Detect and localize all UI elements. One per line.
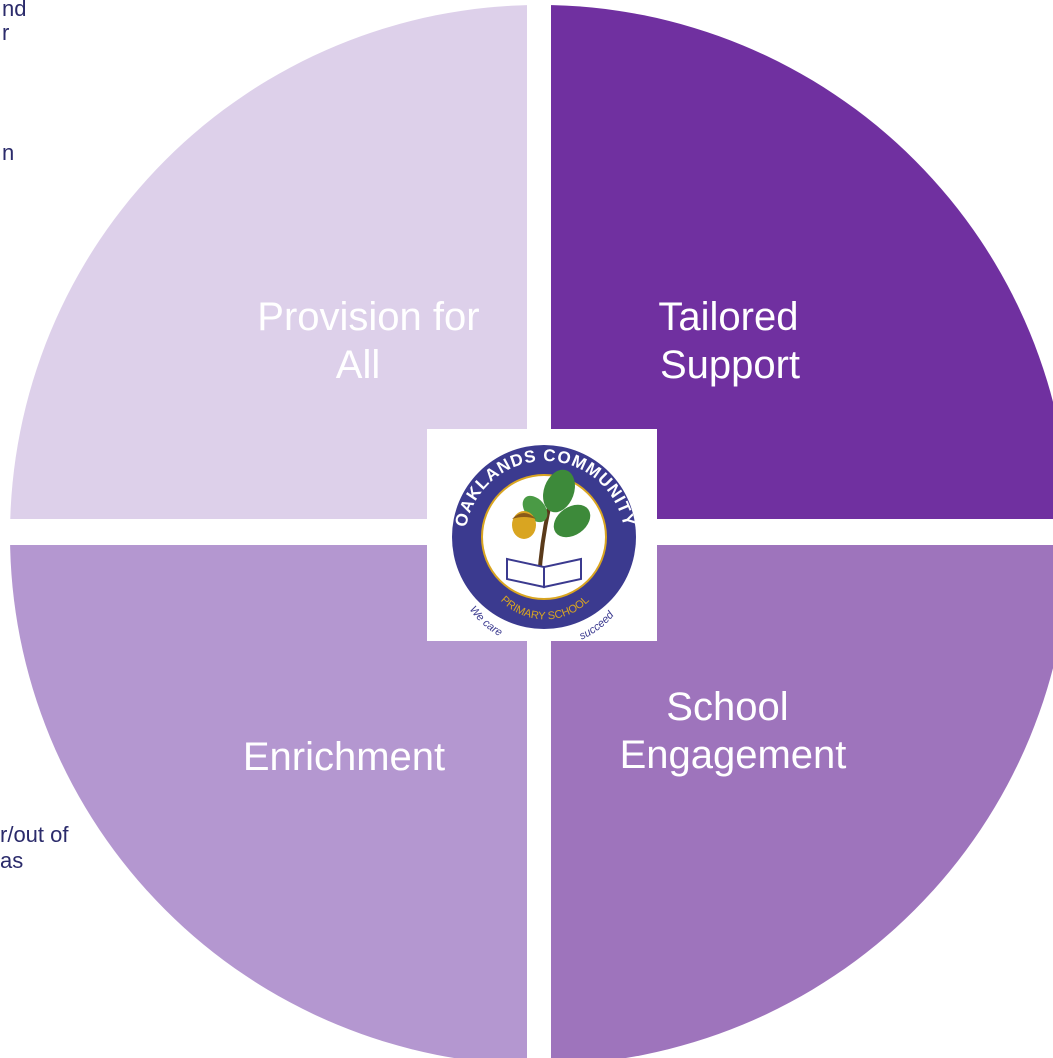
side-text-top-fragment-2: r — [2, 20, 10, 45]
quadrant-label-tailored-support: Tailored Support — [658, 295, 809, 387]
logo-book-icon — [506, 557, 582, 589]
logo-inner-border — [481, 474, 607, 600]
quadrant-label-enrichment: Enrichment — [243, 735, 445, 779]
school-logo: OAKLANDS COMMUNITY PRIMARY SCHOOL We car… — [427, 429, 657, 641]
side-text-top-fragment-3: n — [2, 140, 15, 165]
side-text-bottom-fragment-1: r/out of — [0, 822, 69, 847]
side-text-top-fragment-1: nd — [2, 0, 27, 21]
side-text-bottom-fragment-2: as — [0, 848, 24, 873]
quadrant-label-school-engagement: School Engagement — [620, 685, 847, 777]
quadrant-label-provision-for-all: Provision for All — [257, 295, 490, 387]
